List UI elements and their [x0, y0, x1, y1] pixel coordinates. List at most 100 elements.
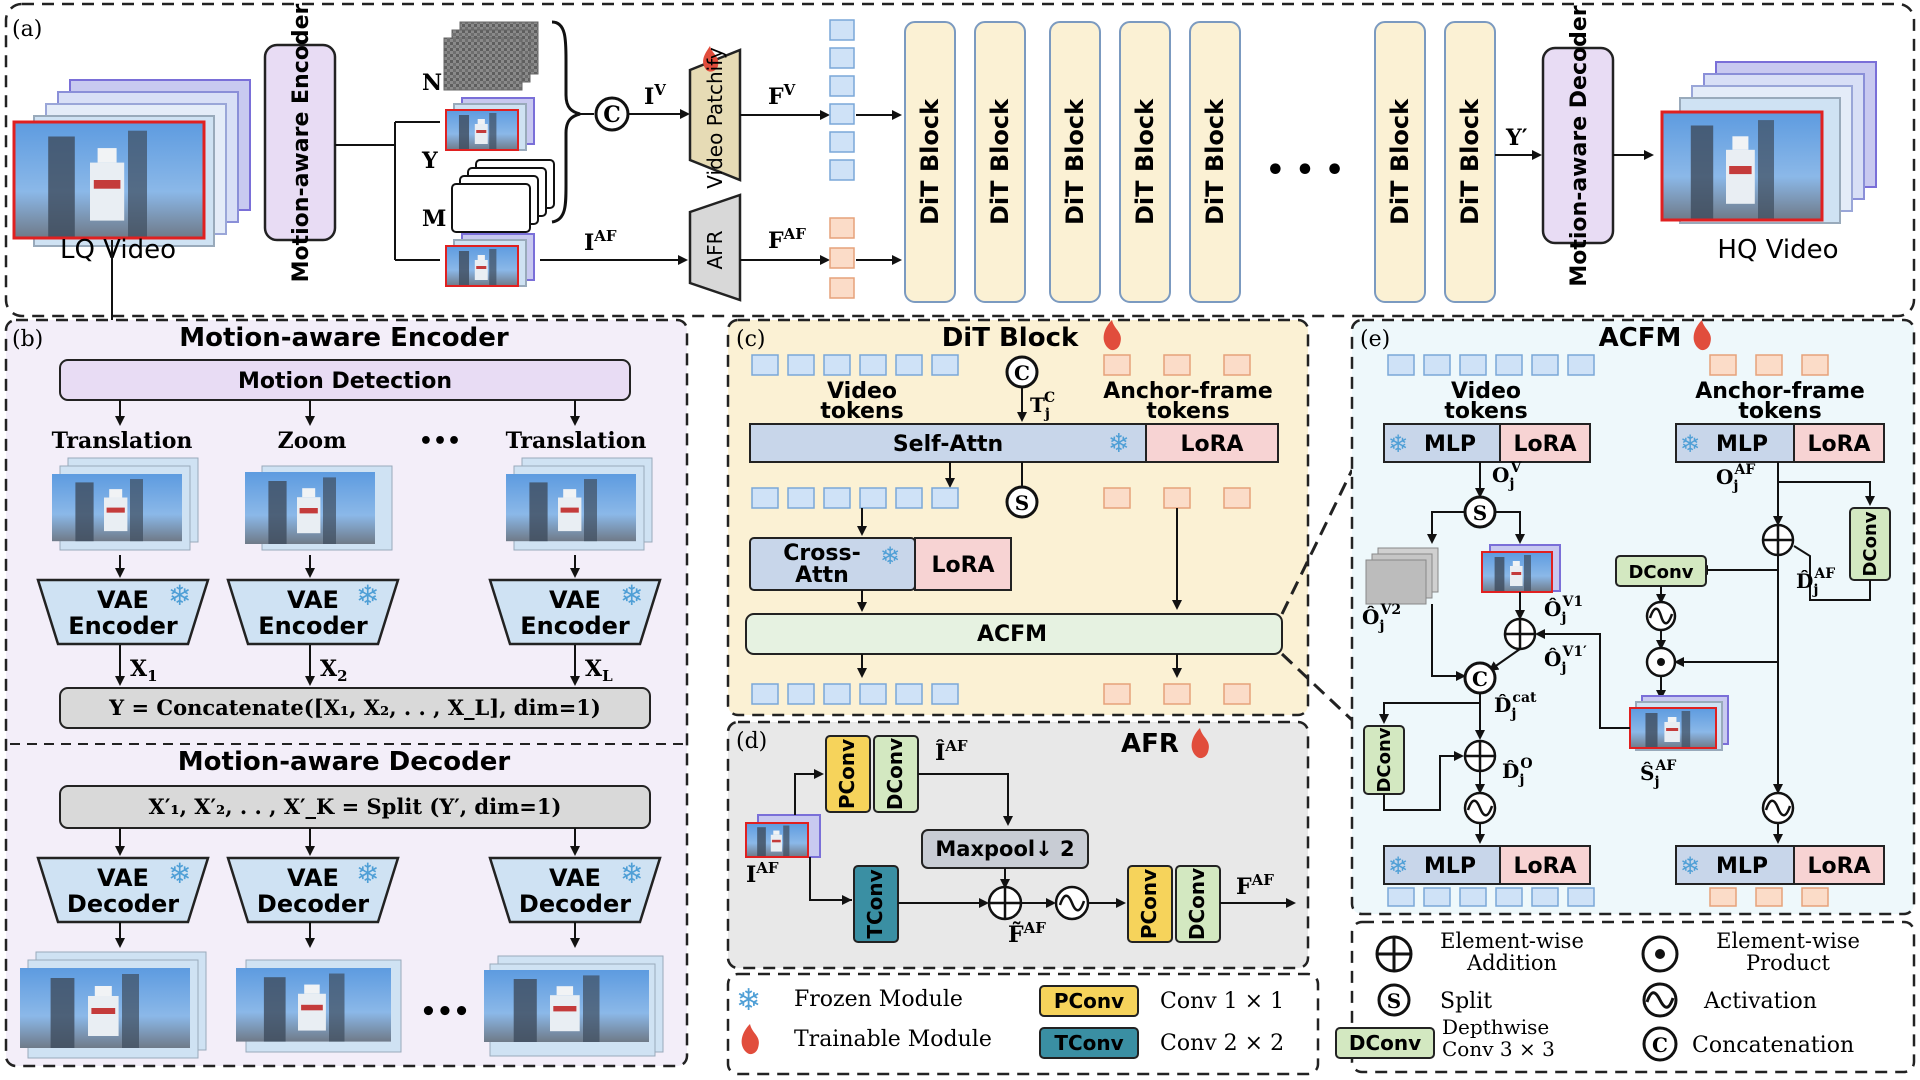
- snowflake-icon: ❄: [1388, 852, 1408, 880]
- flame-icon: [703, 46, 719, 72]
- svg-text:VAE: VAE: [97, 586, 149, 614]
- mask-stack: [451, 159, 555, 233]
- y-video-stack: [445, 97, 535, 151]
- dit-block-3[interactable]: DiT Block: [1049, 21, 1101, 303]
- afr-block[interactable]: [688, 193, 742, 302]
- motion-detection-box[interactable]: [59, 359, 631, 401]
- svg-text:MLP: MLP: [1716, 432, 1768, 457]
- acfm-lora-anchor-top[interactable]: [1793, 423, 1885, 463]
- video-patchify-block[interactable]: [688, 48, 742, 182]
- lq-video-label: LQ Video: [60, 235, 176, 265]
- svg-text:Decoder: Decoder: [67, 890, 179, 918]
- dit-block-group: DiT Block DiT Block DiT Block DiT Block …: [904, 21, 1496, 303]
- legend-frame-left: [726, 972, 1320, 1076]
- n-label: N: [422, 70, 442, 96]
- svg-text:PConv: PConv: [1054, 989, 1124, 1013]
- dit-block-6[interactable]: DiT Block: [1374, 21, 1426, 303]
- iaf-video-stack: [445, 233, 535, 287]
- afr-title: AFR: [1121, 729, 1179, 759]
- acfm-lora-video-top[interactable]: [1499, 423, 1591, 463]
- dit-block-1[interactable]: DiT Block: [904, 21, 956, 303]
- decoded-clip-1: [20, 951, 207, 1059]
- dit-block-7[interactable]: DiT Block: [1444, 21, 1496, 303]
- self-attn-lora-box[interactable]: [1145, 423, 1279, 463]
- svg-text:Encoder: Encoder: [68, 612, 178, 640]
- acfm-lora-anchor-bottom[interactable]: [1793, 845, 1885, 885]
- x1-label: X1: [130, 656, 158, 685]
- svg-text:VAE: VAE: [549, 586, 601, 614]
- o-v2-stack: [1365, 547, 1439, 605]
- s-af-stack: [1629, 695, 1729, 751]
- svg-text:C: C: [1652, 1033, 1668, 1057]
- cross-attn-label: Cross-Attn: [783, 541, 860, 588]
- afr-pconv-top[interactable]: [825, 735, 871, 813]
- svg-text:DiT Block: DiT Block: [1061, 98, 1089, 225]
- vae-encoder-2[interactable]: VAE Encoder: [226, 578, 400, 646]
- legend-tconv-desc: Conv 2 × 2: [1160, 1031, 1284, 1056]
- flame-icon: [1191, 728, 1209, 759]
- motion-ellipsis: •••: [419, 429, 461, 454]
- o-v-label: OjV: [1492, 460, 1523, 492]
- motion-aware-decoder-box[interactable]: [1541, 46, 1615, 245]
- snowflake-icon: ❄❄❄: [168, 857, 643, 890]
- o-v2-label: ÔjV2: [1362, 602, 1401, 634]
- vae-decoder-3[interactable]: VAE Decoder: [488, 856, 662, 924]
- svg-text:DiT Block: DiT Block: [1386, 98, 1414, 225]
- acfm-box[interactable]: [745, 613, 1283, 655]
- dit-block-2[interactable]: DiT Block: [974, 21, 1026, 303]
- svg-text:C: C: [1014, 361, 1030, 385]
- vae-decoder-2[interactable]: VAE Decoder: [226, 856, 400, 924]
- dit-block-5[interactable]: DiT Block: [1189, 21, 1241, 303]
- lq-video-stack: [12, 79, 251, 247]
- acfm-mlp-anchor-bottom[interactable]: [1675, 845, 1795, 885]
- acfm-mlp-anchor-top[interactable]: [1675, 423, 1795, 463]
- motion-aware-encoder-box[interactable]: [263, 43, 337, 242]
- acfm-anchor-tokens-bottom: [1709, 887, 1829, 907]
- afr-input-stack: [745, 814, 821, 858]
- svg-text:MLP: MLP: [1424, 854, 1476, 879]
- motion-zoom: Zoom: [278, 428, 347, 454]
- svg-text:LoRA: LoRA: [1513, 432, 1576, 457]
- svg-text:Encoder: Encoder: [520, 612, 630, 640]
- svg-text:S: S: [1387, 989, 1401, 1013]
- svg-text:DiT Block: DiT Block: [986, 98, 1014, 225]
- svg-text:PConv: PConv: [835, 739, 859, 809]
- motion-translation-1: Translation: [52, 428, 193, 454]
- vae-decoder-1[interactable]: VAE Decoder: [36, 856, 210, 924]
- svg-text:Encoder: Encoder: [258, 612, 368, 640]
- maxpool-label: Maxpool↓ 2: [935, 837, 1074, 861]
- svg-text:DiT Block: DiT Block: [1201, 98, 1229, 225]
- self-attn-box[interactable]: [749, 423, 1147, 463]
- afr-label: AFR: [703, 230, 727, 269]
- svg-text:❄: ❄: [356, 579, 379, 612]
- snowflake-icon: ❄: [1108, 429, 1130, 459]
- acfm-mlp-video-top[interactable]: [1383, 423, 1501, 463]
- legend-concat: Concatenation: [1692, 1033, 1854, 1058]
- cross-attn-lora-box[interactable]: [914, 537, 1012, 591]
- acfm-mlp-video-bottom[interactable]: [1383, 845, 1501, 885]
- vae-encoder-1[interactable]: VAE Encoder: [36, 578, 210, 646]
- vae-encoder-3[interactable]: VAE Encoder: [488, 578, 662, 646]
- flame-icon: [1693, 320, 1711, 351]
- snowflake-icon: ❄: [880, 542, 900, 570]
- dit-block-4[interactable]: DiT Block: [1119, 21, 1171, 303]
- svg-text:Decoder: Decoder: [257, 890, 369, 918]
- dit-anchor-tokens-mid: [1103, 487, 1251, 509]
- concat-equation-box: [59, 687, 651, 729]
- svg-text:TConv: TConv: [863, 869, 887, 938]
- encoder-branch-lines: [335, 121, 440, 261]
- svg-text:❄: ❄: [620, 857, 643, 890]
- afr-pconv-bottom[interactable]: [1127, 865, 1173, 943]
- y-prime-label: Y′: [1505, 125, 1528, 151]
- svg-text:❄: ❄: [168, 579, 191, 612]
- decoded-clip-2: [236, 959, 402, 1053]
- self-attn-lora-label: LoRA: [1180, 432, 1243, 457]
- flame-icon: [741, 1024, 759, 1055]
- acfm-lora-video-bottom[interactable]: [1499, 845, 1591, 885]
- snowflake-icon: ❄❄❄: [168, 579, 643, 612]
- decoded-clip-3: [484, 955, 664, 1057]
